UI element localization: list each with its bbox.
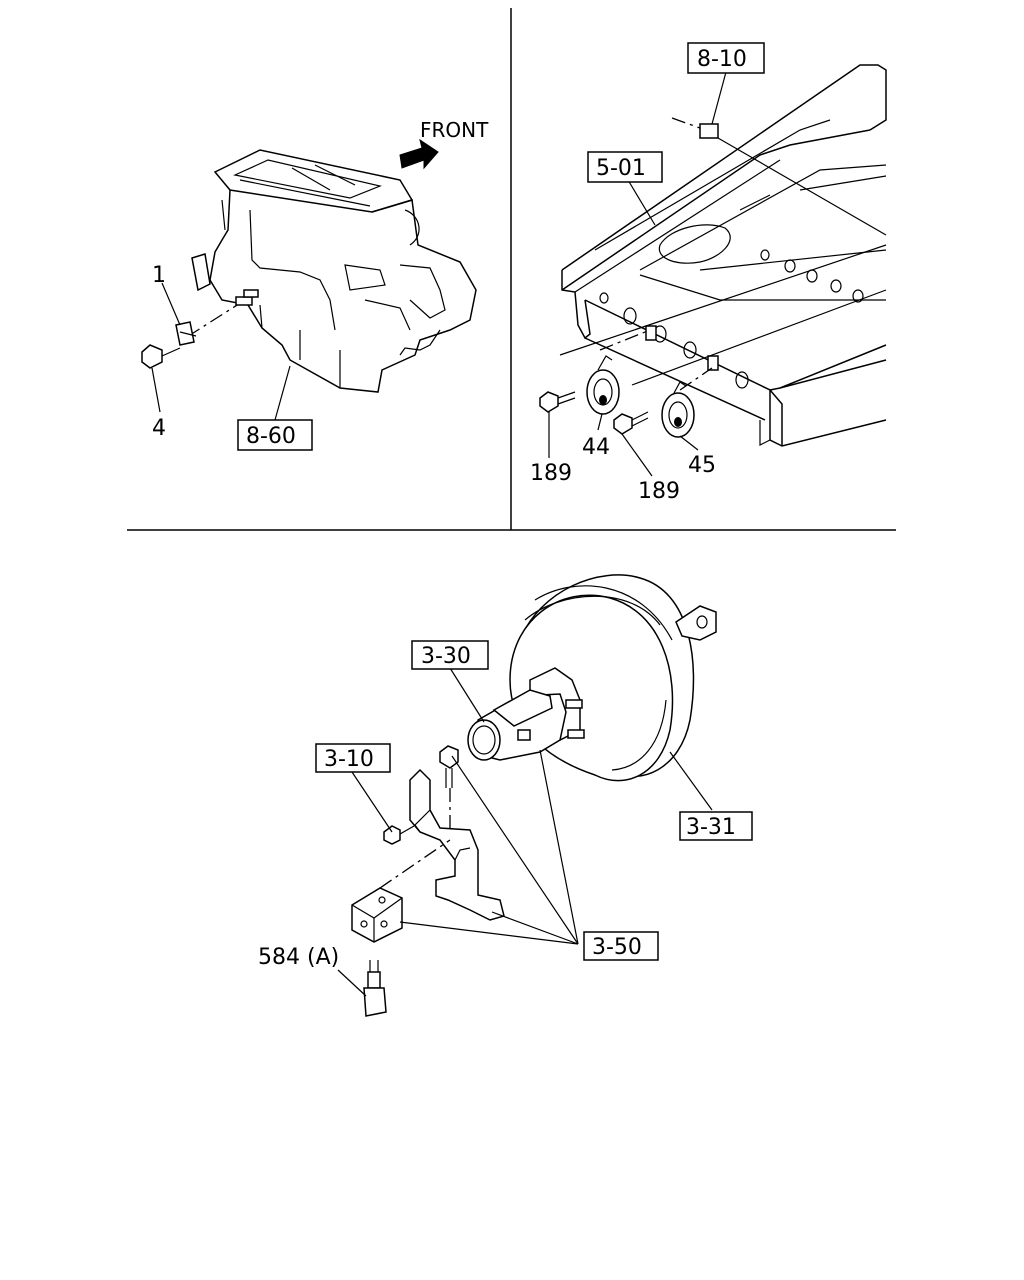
brake-booster-illustration (467, 574, 717, 782)
front-label: FRONT (420, 118, 489, 142)
horn-dash-2 (679, 367, 713, 391)
callout-leader-4 (151, 367, 161, 413)
ref-leader-3-30 (449, 667, 485, 723)
front-arrow-icon (399, 138, 439, 170)
ref-box-3-31 (679, 811, 753, 841)
bolt-189-left (539, 391, 576, 413)
ref-label-8-60: 8-60 (246, 424, 296, 449)
horn-dash-1 (599, 329, 651, 351)
ref-box-8-10 (687, 42, 765, 74)
ref-box-3-50 (583, 931, 659, 961)
bolt-189-right (613, 411, 649, 435)
ref-leader-8-10 (711, 71, 727, 125)
ref-leader-3-50-d (539, 749, 579, 945)
bracket-illustration (351, 745, 505, 1017)
callout-45: 45 (688, 453, 716, 478)
ref-leader-3-10 (351, 771, 393, 833)
horn-45 (661, 381, 695, 438)
callout-leader-45 (679, 435, 699, 451)
ref-box-8-60 (237, 419, 313, 451)
callout-189-left: 189 (530, 461, 572, 486)
callout-4: 4 (152, 416, 166, 441)
ref-leader-5-01 (627, 179, 656, 226)
ref-label-3-10: 3-10 (324, 747, 374, 772)
ref-label-8-10: 8-10 (697, 47, 747, 72)
callout-leader-44 (597, 413, 603, 431)
ref-leader-3-50-a (451, 755, 579, 945)
ref-leader-3-50-c (399, 921, 579, 945)
ref-box-3-30 (411, 640, 489, 670)
heater-unit-illustration (189, 149, 477, 393)
screw-part-4 (141, 344, 181, 369)
ref-label-3-30: 3-30 (421, 644, 471, 669)
callout-584-a: 584 (A) (258, 945, 339, 970)
ref-label-5-01: 5-01 (596, 156, 646, 181)
callout-189-right: 189 (638, 479, 680, 504)
callout-1: 1 (152, 263, 166, 288)
callout-leader-189-right (621, 433, 653, 477)
ref-label-3-50: 3-50 (592, 935, 642, 960)
frame-illustration (561, 64, 887, 447)
horn-mount-line-2 (631, 289, 887, 386)
horn-44 (586, 355, 620, 415)
callout-leader-1 (161, 282, 181, 326)
callout-leader-584 (337, 969, 367, 997)
ref-leader-8-60 (274, 365, 291, 421)
ref-leader-3-31 (669, 751, 713, 811)
ref-box-5-01 (587, 151, 663, 183)
ref-label-3-31: 3-31 (686, 815, 736, 840)
ref-leader-3-50-b (491, 911, 579, 945)
clip-part-1 (175, 321, 197, 346)
ref-box-3-10 (315, 743, 391, 773)
callout-44: 44 (582, 435, 610, 460)
horn-mount-line-1 (559, 244, 887, 356)
